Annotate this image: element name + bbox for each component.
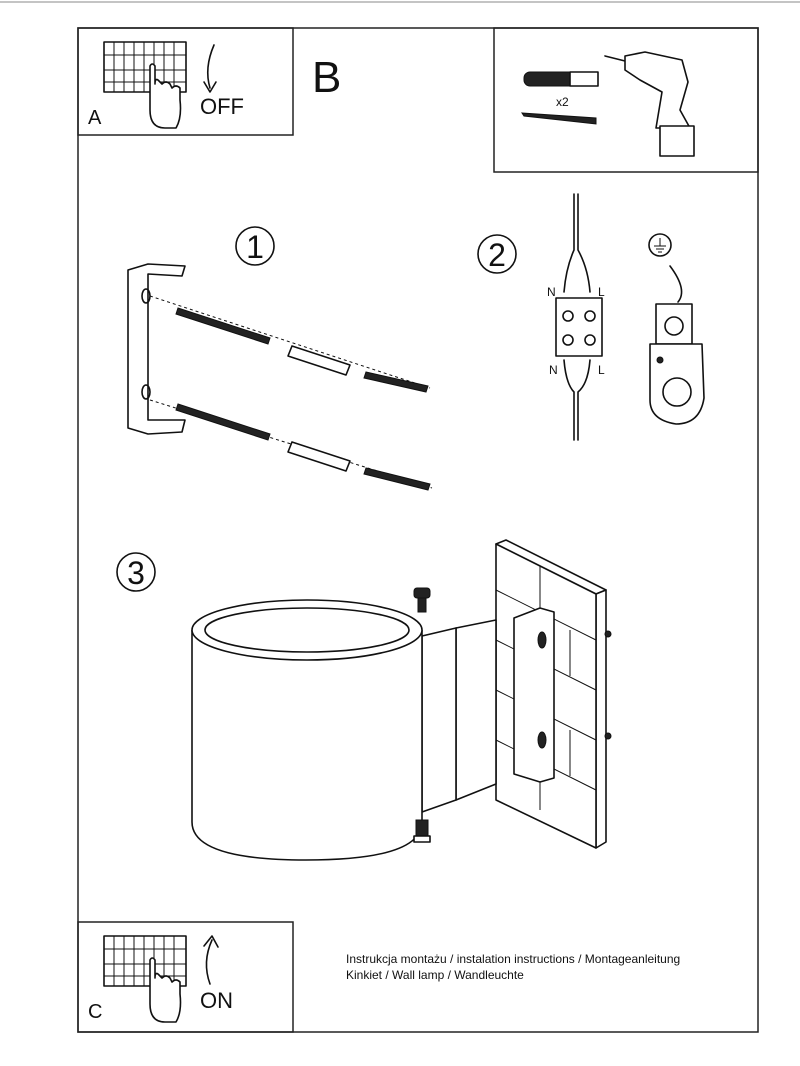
top-live-label: L (598, 285, 605, 299)
tools-panel: x2 (493, 27, 759, 173)
screw-icon (521, 112, 597, 125)
panel-a-letter: A (88, 107, 102, 129)
top-neutral-label: N (547, 285, 556, 299)
arrow-down-icon (206, 44, 215, 89)
step-1-number: 1 (246, 229, 264, 265)
ground-terminal-icon (648, 233, 705, 425)
hand-icon (149, 63, 182, 129)
quantity-label: x2 (556, 95, 569, 109)
caption-line-2: Kinkiet / Wall lamp / Wandleuchte (346, 968, 524, 982)
supply-cable (563, 193, 591, 293)
cylinder-lamp-body (191, 599, 423, 861)
panel-c-letter: C (88, 1001, 102, 1023)
screw-top-icon (413, 587, 431, 613)
panel-b-letter: B (312, 53, 341, 102)
hand-icon (149, 957, 182, 1023)
step-3-number: 3 (127, 555, 145, 591)
panel-c-power-on: C ON (77, 921, 294, 1033)
step-2-number: 2 (488, 237, 506, 273)
screw-bottom-icon (413, 819, 431, 843)
breaker-box-icon (103, 935, 187, 987)
step-1-bracket-mounting: 1 (127, 226, 433, 491)
off-label: OFF (200, 94, 244, 119)
page-frame (77, 27, 759, 1033)
lamp-cable (563, 359, 591, 441)
lamp-mount-block (421, 627, 457, 813)
drill-icon (604, 51, 695, 157)
bottom-neutral-label: N (549, 363, 558, 377)
wall-plug-icon (523, 71, 599, 87)
caption-line-1: Instrukcja montażu / instalation instruc… (346, 952, 680, 966)
panel-a-power-off: A OFF (77, 27, 294, 136)
on-label: ON (200, 988, 233, 1013)
screw-and-plug-bottom (149, 399, 433, 491)
breaker-box-icon (103, 41, 187, 93)
terminal-block-icon (555, 297, 603, 357)
step-3-lamp-mounting: 3 (116, 539, 612, 861)
bracket-on-wall (513, 607, 555, 783)
step-2-wiring: 2 N L N L (477, 193, 705, 441)
bottom-live-label: L (598, 363, 605, 377)
lamp-arm (455, 619, 497, 801)
screw-and-plug-top (149, 295, 431, 393)
arrow-up-icon (205, 939, 213, 985)
